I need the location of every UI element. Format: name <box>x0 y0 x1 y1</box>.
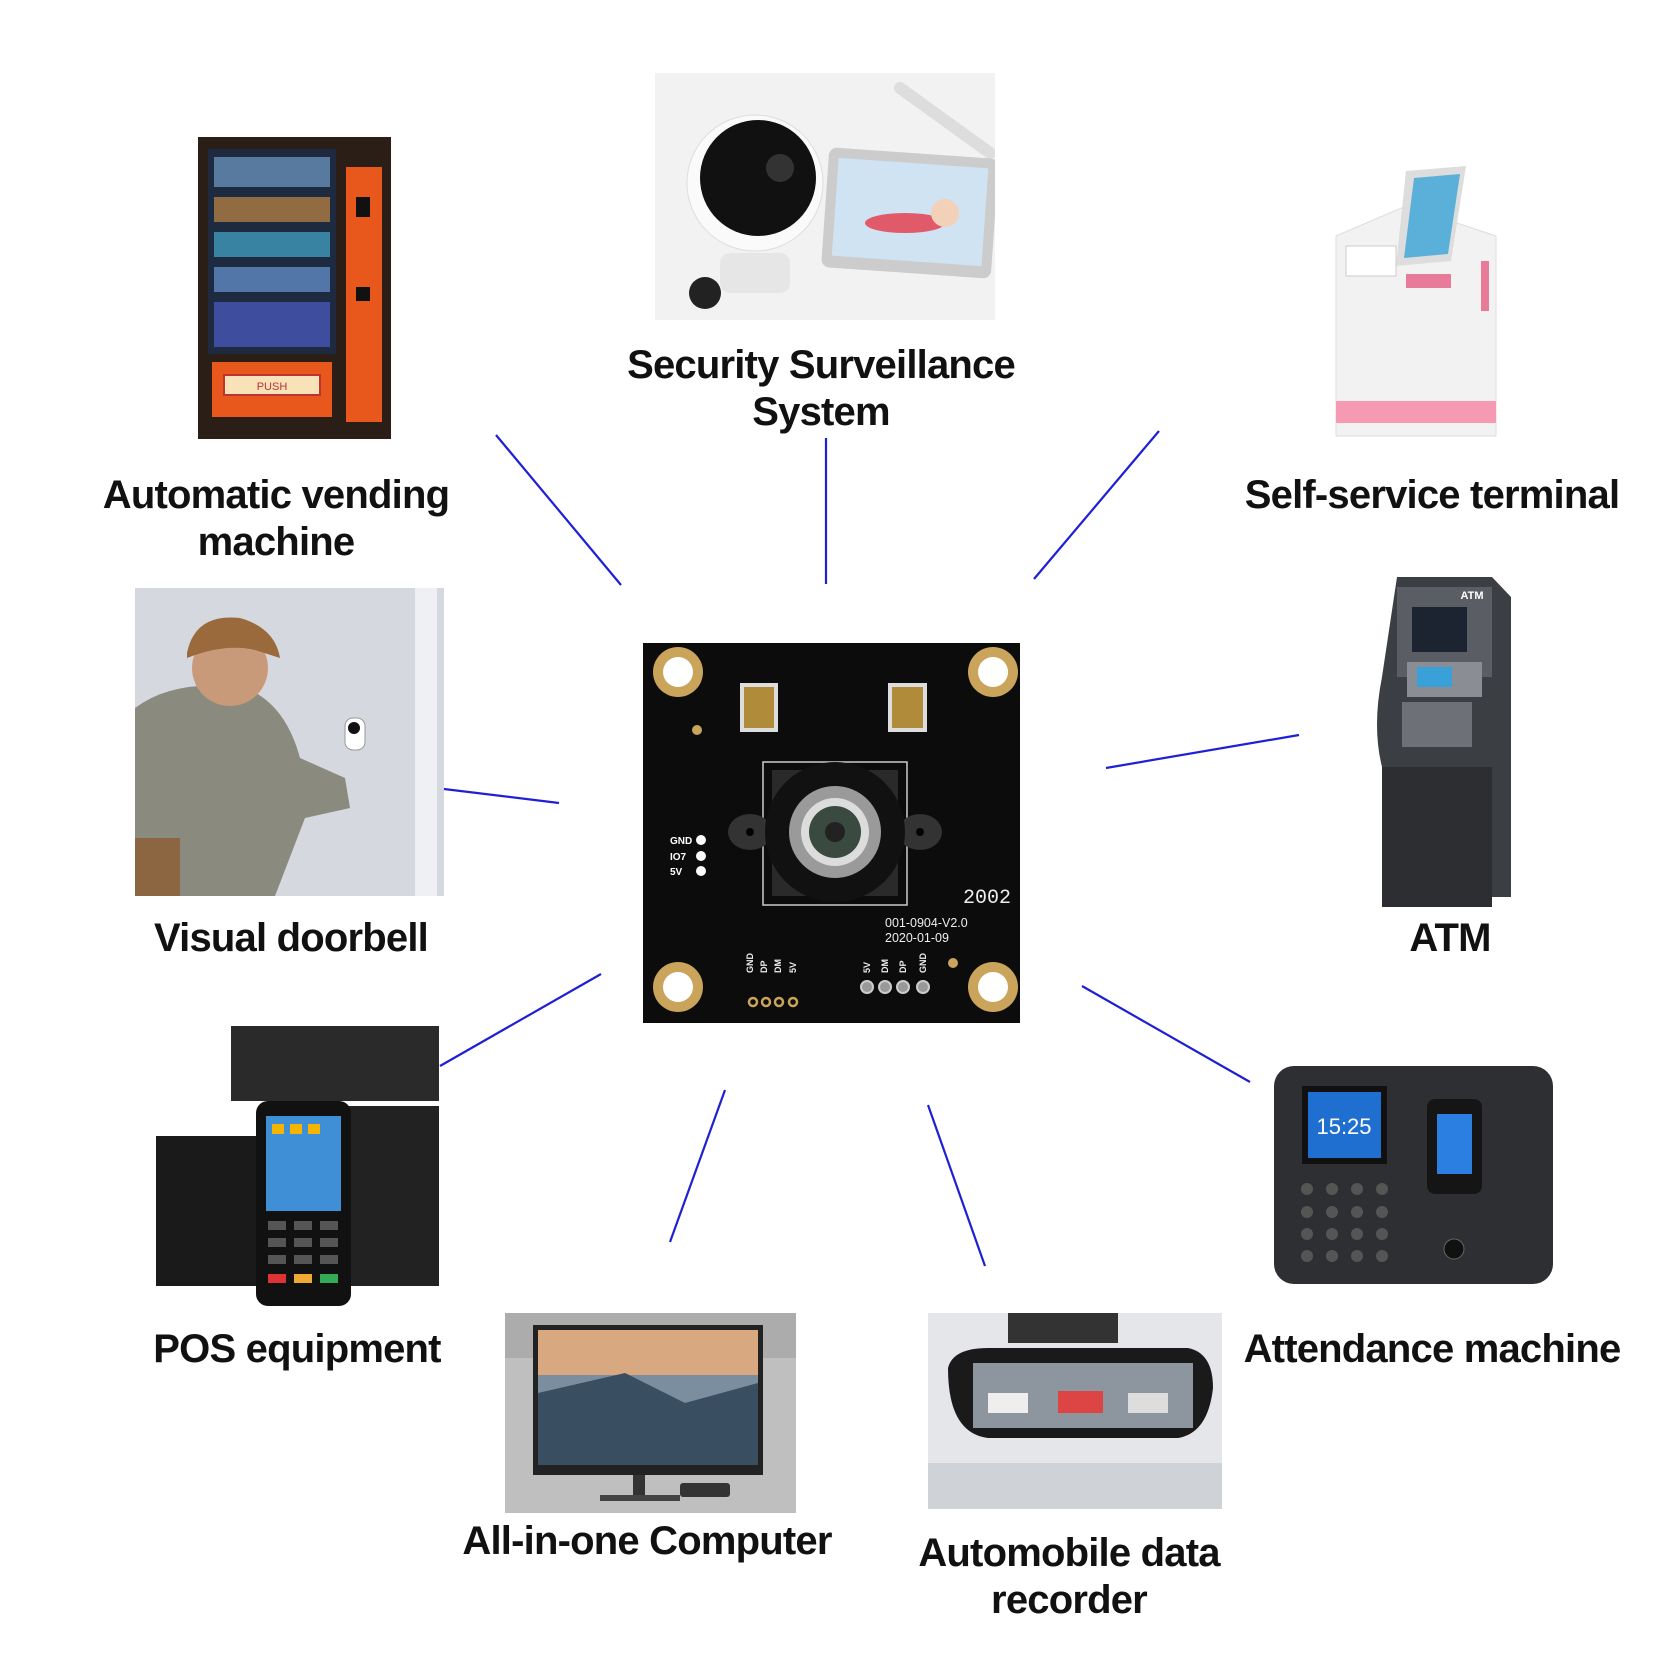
label-line: Automatic vending <box>102 473 450 517</box>
label-attendance: Attendance machine <box>1243 1327 1622 1371</box>
label-self-service: Self-service terminal <box>1244 473 1620 517</box>
atm-image: ATM <box>1372 577 1511 909</box>
label-dashcam: Automobile data recorder <box>918 1530 1220 1624</box>
model-number: 001-0904-V2.0 <box>885 916 968 930</box>
push-label: PUSH <box>257 381 288 393</box>
label-line: System <box>752 390 890 434</box>
connector-vending <box>495 434 622 586</box>
connector-self-service <box>1033 430 1160 580</box>
pos-equipment-image <box>156 1026 439 1306</box>
label-atm: ATM <box>1409 916 1491 960</box>
connector-attendance <box>1081 985 1251 1083</box>
all-in-one-computer-image <box>505 1313 796 1513</box>
pad-label: DM <box>880 959 890 973</box>
batch-number: 2002 <box>963 887 1011 910</box>
connector-doorbell <box>443 787 560 805</box>
label-vending: Automatic vending machine <box>102 472 450 566</box>
label-doorbell: Visual doorbell <box>154 916 429 960</box>
label-surveillance: Security Surveillance System <box>627 342 1016 436</box>
pad-label: GND <box>745 953 755 974</box>
pad-label: DP <box>898 960 908 973</box>
atm-sign: ATM <box>1460 590 1483 602</box>
pad-label: 5V <box>788 962 798 973</box>
pin-label: GND <box>670 836 692 847</box>
pad-label: DP <box>759 960 769 973</box>
connector-computer <box>668 1089 727 1243</box>
attendance-machine-image: 15:25 <box>1272 1064 1555 1304</box>
label-computer: All-in-one Computer <box>462 1519 832 1563</box>
label-line: Security Surveillance <box>627 343 1016 387</box>
label-line: recorder <box>991 1578 1148 1622</box>
connector-dashcam <box>926 1104 987 1267</box>
pin-label: 5V <box>670 867 683 878</box>
label-line: machine <box>197 520 355 564</box>
pin-label: IO7 <box>670 852 687 863</box>
pad-label: GND <box>918 953 928 974</box>
connector-atm <box>1105 733 1300 770</box>
vending-machine-image: PUSH <box>196 137 393 449</box>
clock-display: 15:25 <box>1316 1114 1371 1139</box>
self-service-terminal-image <box>1326 166 1502 454</box>
board-date: 2020-01-09 <box>885 931 949 945</box>
surveillance-camera-image <box>655 73 995 320</box>
connector-pos <box>439 973 602 1067</box>
label-line: Automobile data <box>918 1531 1220 1575</box>
automobile-data-recorder-image <box>928 1313 1222 1509</box>
visual-doorbell-image <box>135 588 444 896</box>
pad-label: DM <box>773 959 783 973</box>
pad-label: 5V <box>862 962 872 973</box>
label-pos: POS equipment <box>153 1327 441 1371</box>
camera-module-board: GND IO7 5V 2002 001-0904-V2.0 2020-01-09… <box>640 640 1040 1040</box>
